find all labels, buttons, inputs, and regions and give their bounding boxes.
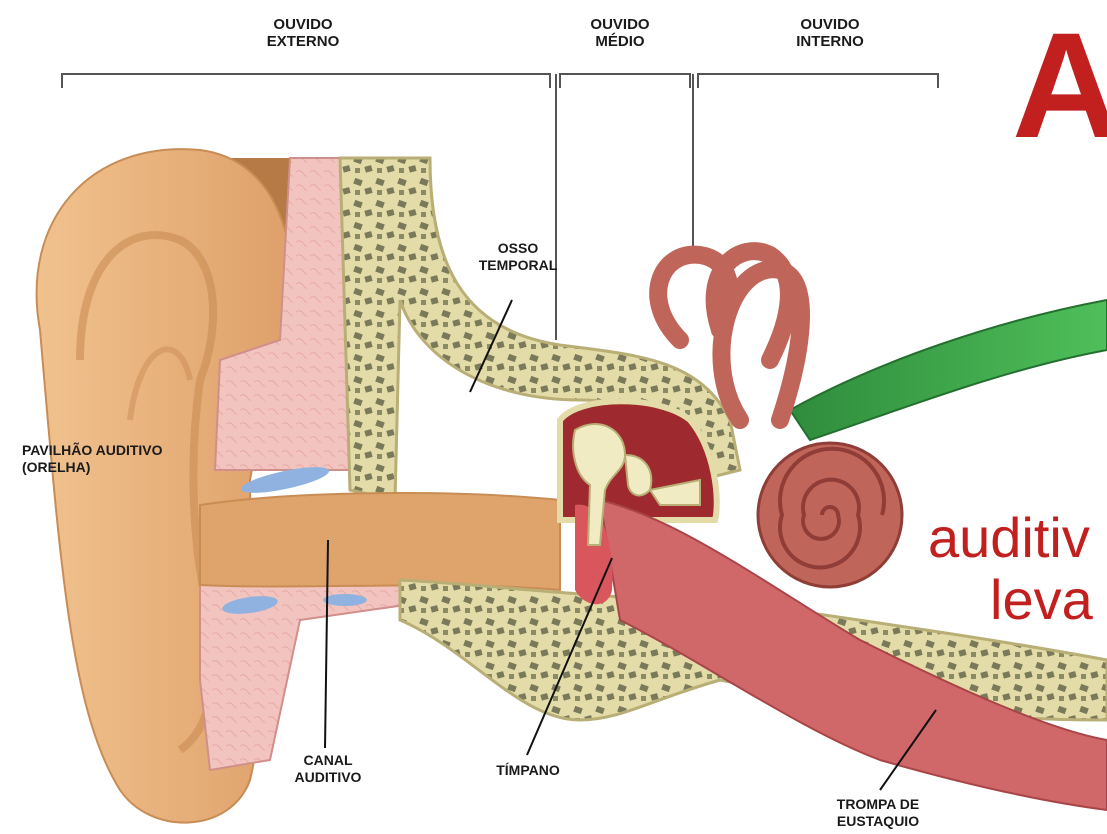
ear-canal	[200, 493, 560, 590]
label-timpano: TÍMPANO	[468, 762, 588, 779]
label-ouvido-externo: OUVIDO EXTERNO	[228, 16, 378, 50]
cochlea	[758, 443, 902, 587]
label-trompa-de-eustaquio: TROMPA DE EUSTAQUIO	[808, 796, 948, 830]
label-ouvido-medio: OUVIDO MÉDIO	[555, 16, 685, 50]
overlay-word-leva: leva	[990, 570, 1093, 630]
overlay-word-auditiv: auditiv	[928, 508, 1090, 568]
label-pavilhao-auditivo: PAVILHÃO AUDITIVO (ORELHA)	[22, 442, 222, 476]
auditory-nerve	[790, 300, 1107, 440]
label-osso-temporal: OSSO TEMPORAL	[468, 240, 568, 274]
label-ouvido-interno: OUVIDO INTERNO	[760, 16, 900, 50]
label-canal-auditivo: CANAL AUDITIVO	[268, 752, 388, 786]
big-letter-a: A	[1012, 10, 1107, 160]
